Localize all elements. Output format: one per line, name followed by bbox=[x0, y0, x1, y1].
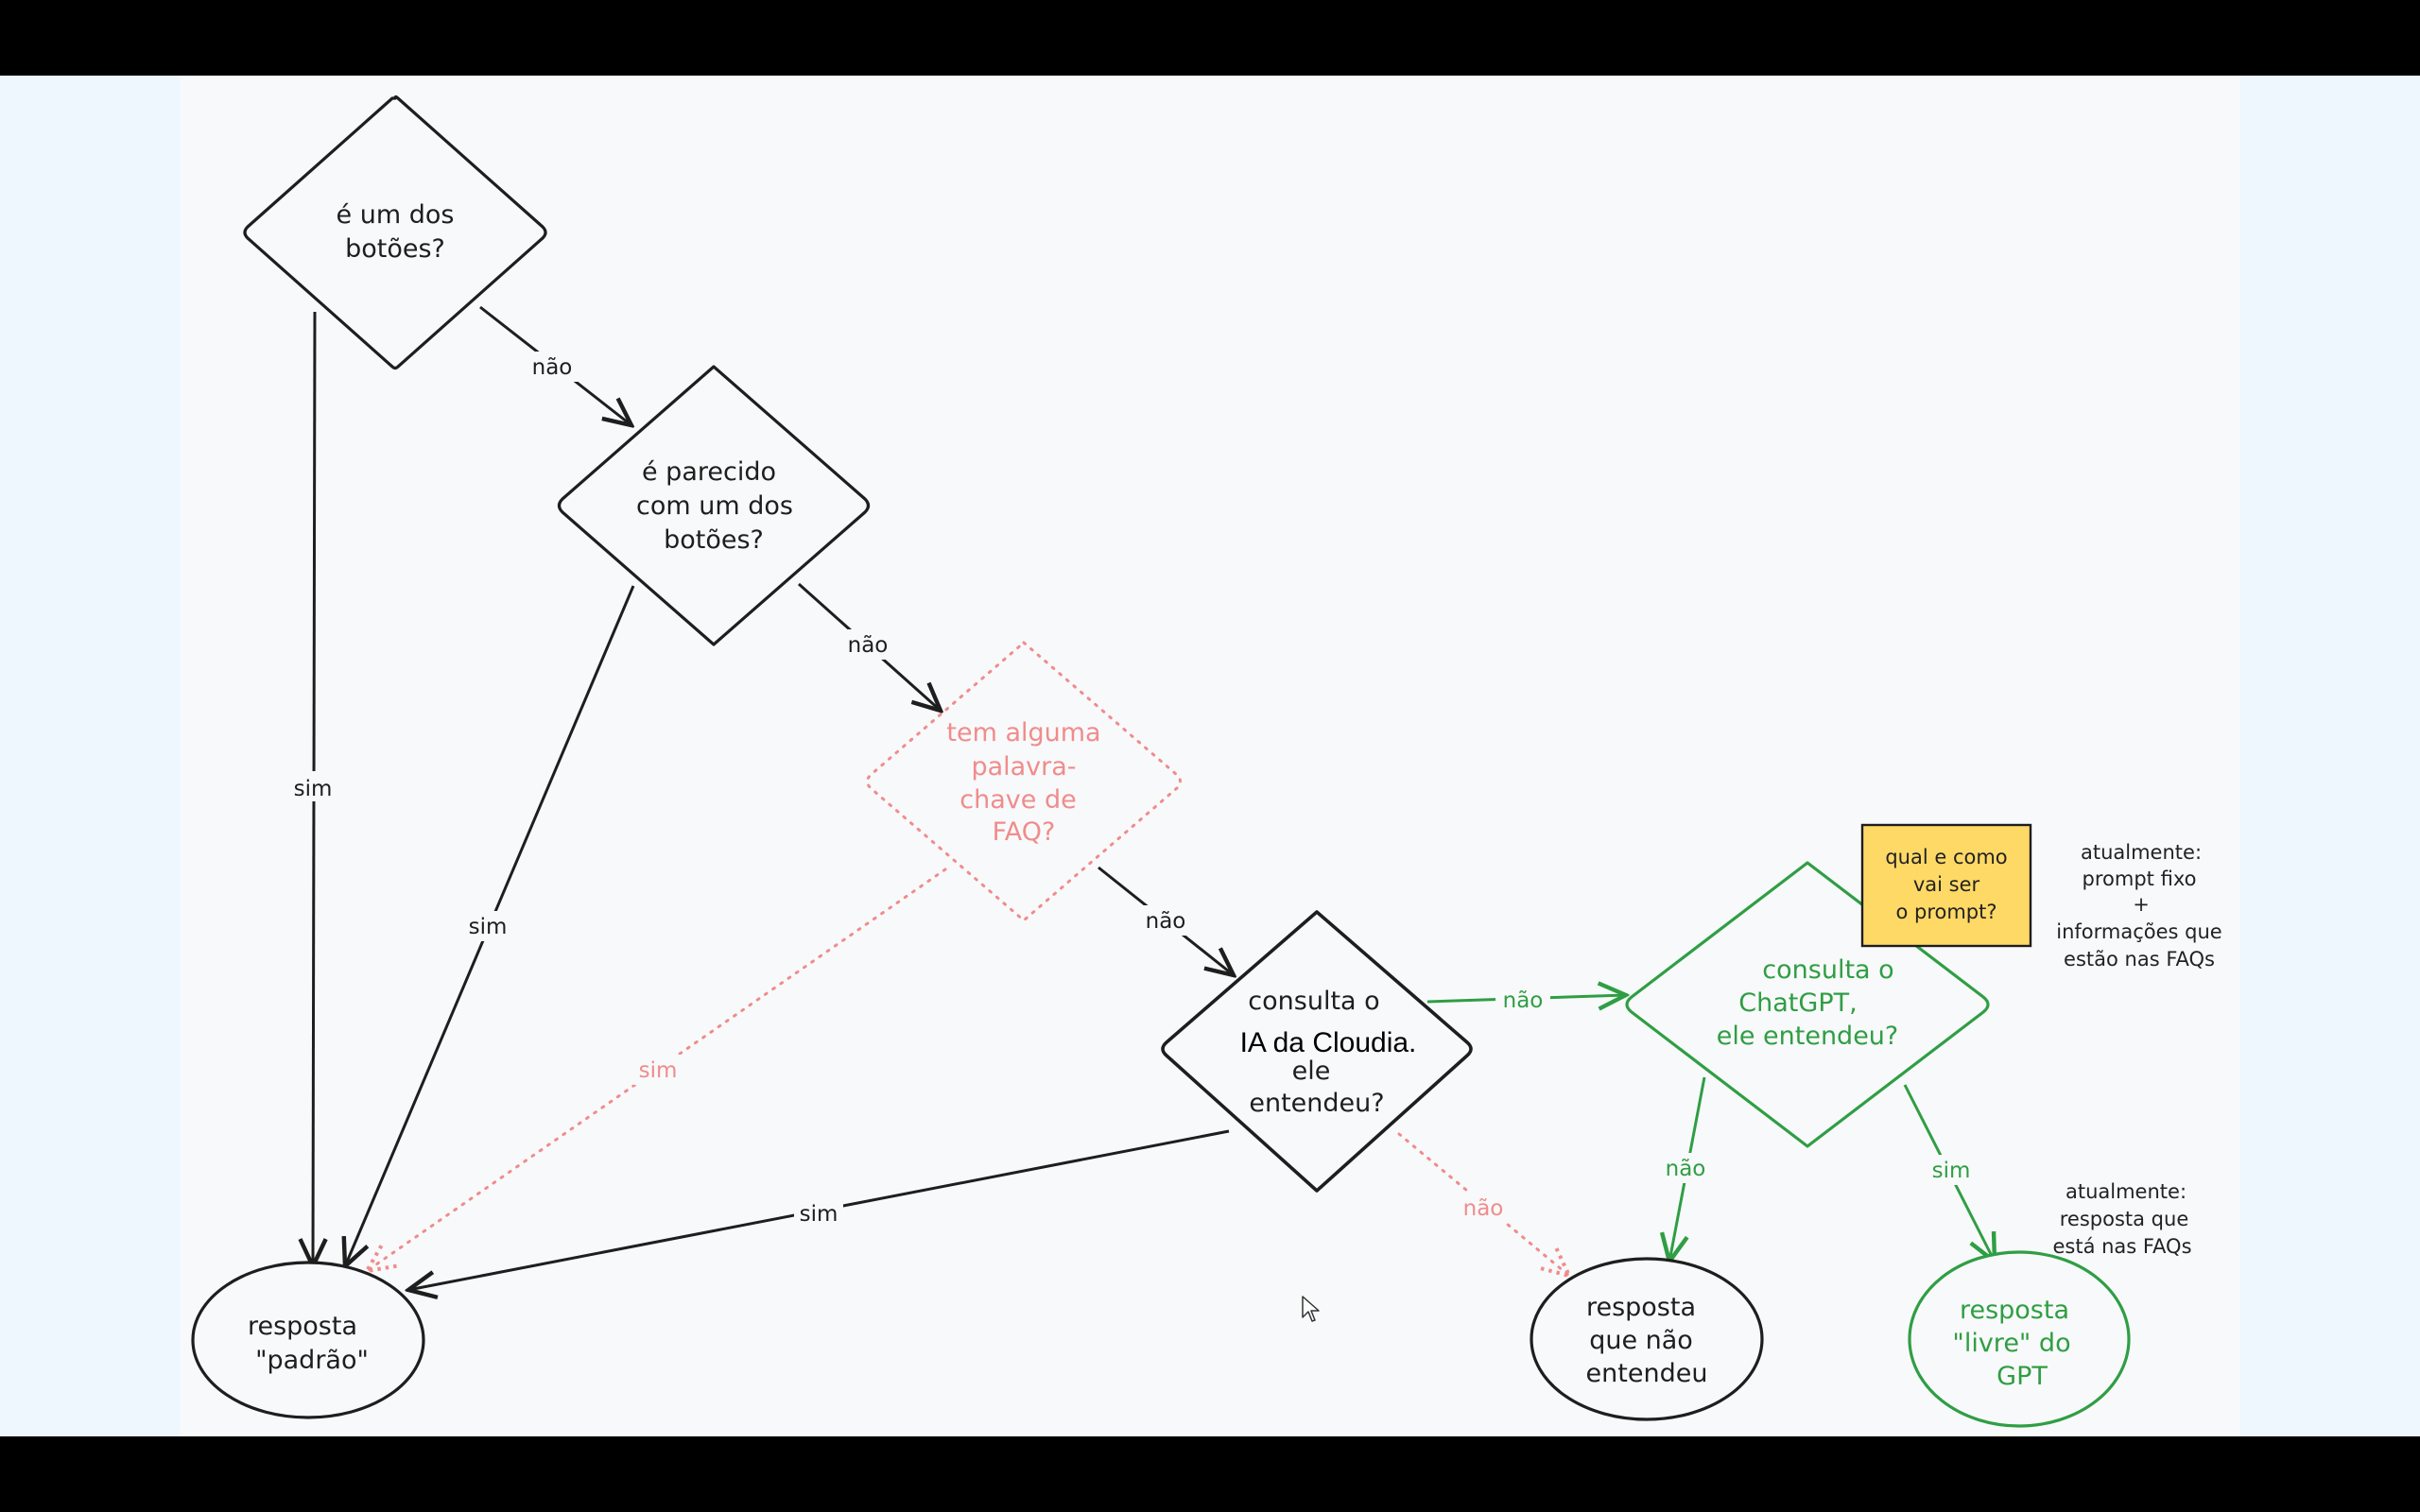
svg-text:entendeu?: entendeu? bbox=[1249, 1089, 1384, 1118]
svg-text:resposta: resposta bbox=[1960, 1296, 2069, 1325]
left-margin bbox=[0, 76, 180, 1436]
svg-text:atualmente:: atualmente: bbox=[2081, 841, 2202, 864]
svg-text:sim: sim bbox=[800, 1202, 838, 1227]
svg-text:sim: sim bbox=[1932, 1159, 1971, 1183]
edge-label-parecido-sim: sim bbox=[463, 911, 512, 941]
edge-label-faq-sim: sim bbox=[633, 1055, 683, 1085]
edge-label-ia-nao-resposta: não bbox=[1456, 1193, 1511, 1223]
terminal-resposta-nao-entendeu[interactable]: resposta que não entendeu bbox=[1530, 1257, 1764, 1421]
note-prompt-atual: atualmente: prompt fixo + informações qu… bbox=[2056, 841, 2221, 971]
sticky-note-prompt[interactable]: qual e como vai ser o prompt? bbox=[1860, 823, 2032, 948]
terminal-resposta-livre-gpt[interactable]: resposta "livre" do GPT bbox=[1908, 1250, 2131, 1428]
edge-label-botoes-sim: sim bbox=[288, 771, 337, 801]
svg-text:"padrão": "padrão" bbox=[255, 1346, 369, 1375]
edge-label-gpt-sim: sim bbox=[1927, 1155, 1976, 1185]
mouse-cursor-icon bbox=[1302, 1296, 1320, 1322]
svg-text:é um dos: é um dos bbox=[337, 200, 455, 230]
note-resposta-faq-atual: atualmente: resposta que está nas FAQs bbox=[2052, 1180, 2191, 1258]
edge-ia-nao-resposta bbox=[1397, 1132, 1569, 1276]
svg-text:"livre" do: "livre" do bbox=[1952, 1329, 2070, 1358]
edge-label-gpt-nao: não bbox=[1658, 1153, 1713, 1183]
edge-label-botoes-nao: não bbox=[526, 352, 580, 382]
edge-label-parecido-nao: não bbox=[840, 629, 895, 660]
svg-text:o prompt?: o prompt? bbox=[1895, 901, 1996, 923]
svg-text:informações que: informações que bbox=[2056, 920, 2221, 943]
ia-cloudia-overlay-text: IA da Cloudia. bbox=[1240, 1027, 1417, 1058]
svg-text:consulta o: consulta o bbox=[1248, 987, 1379, 1016]
svg-text:+: + bbox=[2133, 893, 2150, 916]
svg-text:qual e como: qual e como bbox=[1885, 846, 2007, 868]
svg-text:atualmente:: atualmente: bbox=[2066, 1180, 2187, 1203]
svg-text:que não: que não bbox=[1589, 1326, 1693, 1355]
svg-text:não: não bbox=[1463, 1196, 1504, 1221]
terminal-resposta-padrao[interactable]: resposta "padrão" bbox=[191, 1261, 425, 1419]
svg-text:está nas FAQs: está nas FAQs bbox=[2052, 1235, 2191, 1258]
svg-text:ChatGPT,: ChatGPT, bbox=[1738, 988, 1857, 1018]
svg-text:botões?: botões? bbox=[345, 234, 445, 264]
svg-text:prompt fixo: prompt fixo bbox=[2083, 868, 2197, 890]
decision-e-parecido[interactable]: é parecido com um dos botões? bbox=[557, 365, 871, 646]
svg-text:resposta: resposta bbox=[1586, 1293, 1696, 1322]
svg-text:não: não bbox=[1146, 909, 1186, 934]
right-margin bbox=[2240, 76, 2420, 1436]
svg-text:sim: sim bbox=[294, 777, 333, 801]
svg-text:com um dos: com um dos bbox=[636, 491, 793, 521]
top-black-bar bbox=[0, 0, 2420, 76]
svg-text:GPT: GPT bbox=[1996, 1362, 2048, 1391]
svg-text:consulta o: consulta o bbox=[1762, 955, 1893, 985]
svg-text:não: não bbox=[1503, 988, 1544, 1013]
svg-text:sim: sim bbox=[639, 1058, 678, 1083]
decision-e-um-dos-botoes[interactable]: é um dos botões? bbox=[243, 94, 547, 370]
svg-text:ele entendeu?: ele entendeu? bbox=[1717, 1022, 1899, 1051]
svg-text:botões?: botões? bbox=[664, 525, 764, 555]
svg-text:vai ser: vai ser bbox=[1913, 873, 1980, 896]
svg-text:não: não bbox=[1666, 1157, 1706, 1181]
svg-text:não: não bbox=[848, 633, 889, 658]
edge-label-ia-nao-gpt: não bbox=[1495, 985, 1550, 1015]
svg-text:estão nas FAQs: estão nas FAQs bbox=[2064, 948, 2215, 971]
edge-label-ia-sim: sim bbox=[794, 1198, 843, 1228]
svg-text:não: não bbox=[532, 355, 573, 380]
bottom-black-bar bbox=[0, 1436, 2420, 1512]
svg-text:resposta: resposta bbox=[248, 1312, 357, 1341]
svg-text:tem alguma: tem alguma bbox=[946, 718, 1100, 747]
svg-text:sim: sim bbox=[469, 915, 508, 939]
decision-palavra-chave-faq[interactable]: tem alguma palavra- chave de FAQ? bbox=[866, 641, 1182, 922]
svg-text:FAQ?: FAQ? bbox=[993, 817, 1056, 847]
svg-text:palavra-: palavra- bbox=[971, 752, 1076, 782]
svg-text:chave de: chave de bbox=[959, 785, 1076, 815]
decision-consulta-ia[interactable]: consulta o IA da Cloudia. ele entendeu? bbox=[1161, 910, 1473, 1193]
svg-text:é parecido: é parecido bbox=[642, 457, 776, 487]
svg-text:ele: ele bbox=[1292, 1057, 1331, 1086]
whiteboard-canvas[interactable] bbox=[180, 76, 2240, 1436]
svg-text:resposta que: resposta que bbox=[2060, 1208, 2189, 1230]
edge-label-faq-nao: não bbox=[1138, 905, 1193, 936]
svg-text:entendeu: entendeu bbox=[1586, 1359, 1708, 1388]
